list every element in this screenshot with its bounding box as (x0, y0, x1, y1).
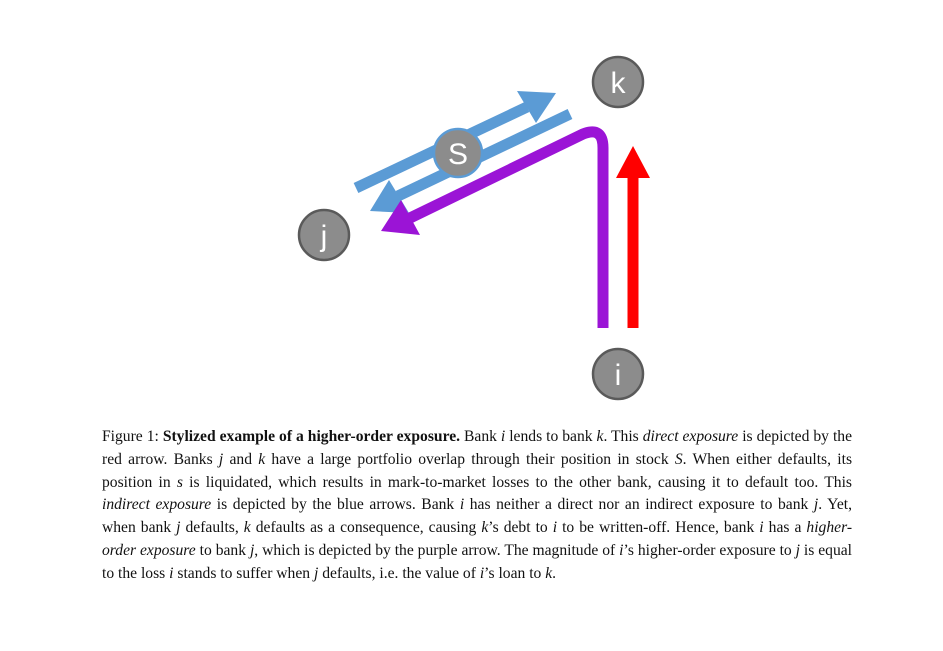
caption-var: j (313, 564, 319, 582)
caption-emph-indirect-exposure: indirect exposure (102, 496, 212, 514)
caption-text: has neither a direct nor an indirect exp… (464, 496, 814, 514)
node-s-label: S (448, 138, 468, 171)
caption-var: i (552, 519, 558, 537)
node-j: j (297, 208, 351, 262)
node-j-label: j (320, 220, 328, 253)
purple-arrow-higher-order (381, 126, 609, 328)
node-k: k (591, 55, 645, 109)
caption-text: has a (763, 519, 807, 537)
caption-text: have a large portfolio overlap through t… (265, 450, 675, 468)
caption-var: i (169, 564, 174, 582)
caption-text: . (552, 564, 557, 582)
caption-emph-direct-exposure: direct exposure (642, 428, 739, 445)
caption-text: is depicted by the red arrow. Banks (102, 428, 852, 468)
caption-text: Bank (460, 428, 501, 445)
exposure-diagram: S k j i (297, 55, 650, 401)
caption-text: ’s debt to (488, 519, 553, 537)
caption-var: i (759, 519, 764, 537)
caption-text: to bank (195, 541, 250, 559)
caption-text: defaults, i.e. the value of (318, 564, 480, 582)
caption-text: . When either defaults, its position in (102, 450, 853, 491)
caption-var: k (481, 519, 489, 537)
caption-var: i (619, 541, 624, 559)
caption-var: i (500, 428, 506, 445)
node-s: S (432, 127, 484, 179)
caption-var: k (243, 519, 251, 537)
caption-var: j (176, 519, 181, 537)
caption-text: to be written-off. Hence, bank (557, 519, 760, 537)
caption-text: . Yet, when bank (102, 496, 852, 537)
node-i-label: i (615, 359, 622, 392)
figure-caption: Figure 1: Stylized example of a higher-o… (102, 426, 852, 586)
caption-text: , which is depicted by the purple arrow.… (254, 541, 620, 559)
caption-text: ’s higher-order exposure to (623, 541, 796, 559)
caption-var: j (795, 541, 800, 559)
node-k-label: k (611, 67, 627, 100)
caption-text: is equal to the loss (102, 541, 853, 582)
caption-title: Stylized example of a higher-order expos… (162, 428, 461, 445)
caption-text: lends to bank (505, 428, 597, 445)
caption-text: defaults, (180, 519, 244, 537)
caption-text: and (223, 450, 259, 468)
caption-var: k (258, 450, 266, 468)
caption-var: j (249, 541, 255, 559)
caption-text: stands to suffer when (173, 564, 314, 582)
node-i: i (591, 347, 645, 401)
caption-var: s (176, 473, 183, 491)
caption-label: Figure 1: (102, 428, 159, 445)
caption-var: k (596, 428, 604, 445)
caption-var: j (218, 450, 224, 468)
caption-text: defaults as a consequence, causing (250, 519, 482, 537)
caption-var: i (479, 564, 485, 582)
caption-var: j (813, 496, 819, 514)
caption-var: k (545, 564, 553, 582)
caption-text: is depicted by the blue arrows. Bank (211, 496, 460, 514)
caption-text: ’s loan to (484, 564, 546, 582)
caption-var: S (674, 450, 683, 468)
caption-emph-higher-order-exposure: higher-order exposure (102, 519, 853, 559)
caption-var: i (459, 496, 465, 514)
red-arrow-direct-exposure (616, 146, 650, 328)
caption-text: . This (603, 428, 643, 445)
caption-text: is liquidated, which results in mark-to-… (182, 473, 852, 491)
